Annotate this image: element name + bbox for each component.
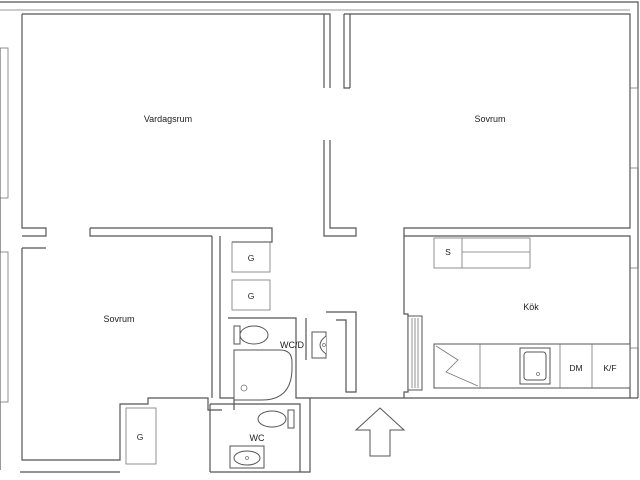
- closet-lower: [125, 407, 157, 465]
- closet-upper: [231, 241, 271, 273]
- room-wc: [209, 403, 301, 472]
- storage-s: [433, 237, 531, 269]
- shower: [233, 349, 293, 401]
- label-closet-lower: G: [137, 432, 144, 442]
- window-right-upper: [629, 87, 639, 169]
- label-bedroom-top: Sovrum: [474, 114, 505, 124]
- closet-middle: [231, 279, 271, 311]
- label-dishwasher: DM: [569, 363, 582, 373]
- radiator: [407, 315, 423, 391]
- sink-wc-d: [311, 331, 327, 359]
- stove: [435, 345, 479, 387]
- label-storage: S: [445, 247, 451, 257]
- room-living: [21, 13, 357, 243]
- label-wc-d: WC/D: [280, 340, 304, 350]
- kitchen-sink: [519, 347, 551, 385]
- room-bedroom-top: [343, 13, 631, 237]
- label-kitchen: Kök: [523, 302, 539, 312]
- label-fridge-freezer: K/F: [603, 363, 616, 373]
- arrow-up-icon: [354, 407, 406, 457]
- label-bedroom-left: Sovrum: [103, 314, 134, 324]
- room-bedroom-left: [21, 236, 235, 461]
- label-closet-middle: G: [248, 291, 255, 301]
- label-living: Vardagsrum: [144, 114, 192, 124]
- room-wc-d: [228, 311, 357, 399]
- window-left-upper: [0, 47, 9, 199]
- toilet-wc: [257, 409, 295, 429]
- toilet-wc-d: [233, 325, 269, 345]
- window-left-lower: [0, 251, 9, 403]
- window-right-lower: [629, 267, 639, 349]
- sink-wc: [229, 445, 265, 469]
- label-closet-upper: G: [248, 253, 255, 263]
- label-wc: WC: [250, 433, 265, 443]
